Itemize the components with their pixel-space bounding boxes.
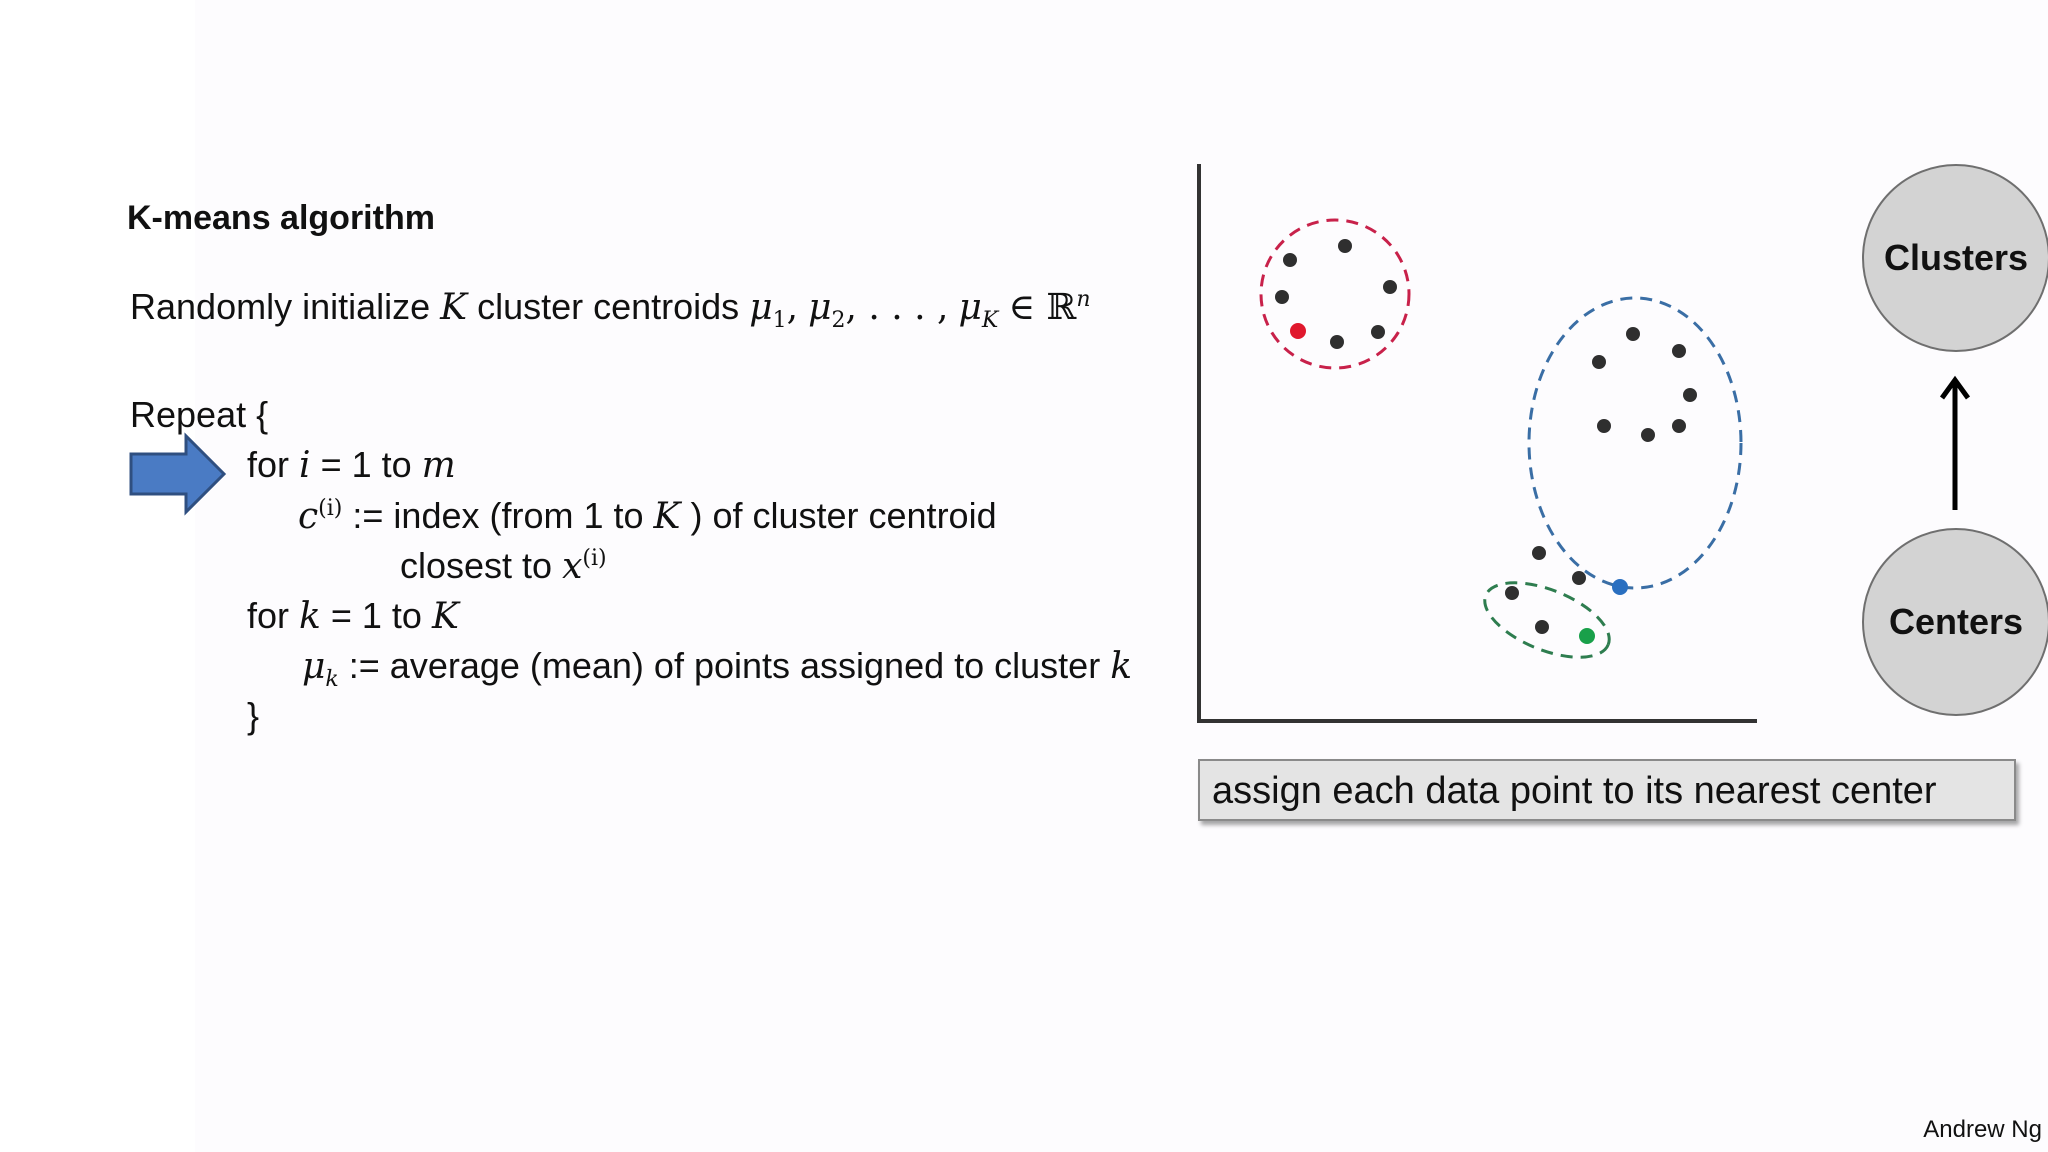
red-cluster-outline	[1259, 218, 1411, 370]
for-i-range: = 1 to	[320, 444, 412, 485]
centers-label: Centers	[1888, 601, 2024, 642]
up-arrow-icon	[1939, 375, 1971, 510]
repeat-close: }	[247, 695, 260, 736]
current-step-arrow-icon	[129, 432, 227, 516]
for-k-var: k	[299, 596, 321, 637]
for-k-range: = 1 to	[330, 595, 422, 636]
red-centroid	[1290, 323, 1306, 339]
closest-x: x	[562, 546, 583, 587]
blue-cluster-outline	[1527, 296, 1743, 590]
for-i-m: m	[421, 445, 456, 486]
for-k-line: for k = 1 to K	[247, 594, 459, 639]
slide-background	[195, 0, 2048, 1152]
data-point	[1535, 620, 1549, 634]
closest-text: closest to	[400, 545, 553, 586]
update-mu: μ	[302, 646, 326, 687]
assign-tail: ) of cluster centroid	[690, 495, 997, 536]
data-point	[1330, 335, 1344, 349]
update-k: k	[1110, 646, 1133, 687]
data-point	[1532, 546, 1546, 560]
mu-2: μ	[808, 287, 832, 328]
green-cluster-outline	[1483, 581, 1611, 659]
for-k-keyword: for	[247, 595, 290, 636]
update-mu-sub: k	[325, 667, 339, 693]
green-centroid	[1579, 628, 1595, 644]
data-point	[1283, 253, 1297, 267]
init-K: K	[440, 287, 468, 328]
caption-text: assign each data point to its nearest ce…	[1212, 770, 1937, 812]
assign-line: c(i) := index (from 1 to K ) of cluster …	[298, 494, 997, 539]
update-text: := average (mean) of points assigned to …	[348, 645, 1101, 686]
reals-exponent: n	[1076, 287, 1091, 312]
closest-line: closest to x(i)	[400, 544, 607, 589]
cluster-diagram	[1197, 164, 1757, 723]
caption-box: assign each data point to its nearest ce…	[1198, 759, 2016, 821]
in-reals: ∈ ℝ	[1008, 287, 1077, 328]
for-i-keyword: for	[247, 444, 290, 485]
data-point	[1672, 344, 1686, 358]
assign-c: c	[298, 496, 319, 537]
clusters-label: Clusters	[1883, 237, 2029, 278]
data-points	[1275, 239, 1697, 634]
init-mid: cluster centroids	[477, 286, 740, 327]
data-point	[1626, 327, 1640, 341]
data-point	[1672, 419, 1686, 433]
author-credit: Andrew Ng	[1923, 1116, 2042, 1143]
data-point	[1505, 586, 1519, 600]
for-i-line: for i = 1 to m	[247, 443, 456, 488]
for-i-var: i	[299, 445, 311, 486]
data-point	[1572, 571, 1586, 585]
blue-centroid	[1612, 579, 1628, 595]
mu-1: μ	[749, 287, 773, 328]
mu-2-sub: 2	[831, 308, 846, 334]
slide-title: K-means algorithm	[127, 199, 435, 237]
data-point	[1275, 290, 1289, 304]
data-point	[1683, 388, 1697, 402]
mu-K-sub: K	[981, 308, 999, 334]
data-point	[1338, 239, 1352, 253]
init-dots: , . . . ,	[845, 287, 949, 328]
init-prefix: Randomly initialize	[130, 286, 431, 327]
mu-K: μ	[958, 287, 982, 328]
assign-K: K	[653, 496, 681, 537]
data-point	[1597, 419, 1611, 433]
data-point	[1592, 355, 1606, 369]
data-point	[1383, 280, 1397, 294]
repeat-open: Repeat {	[130, 394, 269, 435]
data-point	[1641, 428, 1655, 442]
assign-text: := index (from 1 to	[352, 495, 644, 536]
assign-c-sup: (i)	[318, 496, 343, 521]
closest-x-sup: (i)	[582, 546, 607, 571]
update-line: μk := average (mean) of points assigned …	[302, 644, 1133, 693]
centers-node: Centers	[1862, 528, 2048, 716]
data-point	[1371, 325, 1385, 339]
init-line: Randomly initialize K cluster centroids …	[130, 286, 1091, 334]
mu-1-sub: 1	[772, 308, 787, 334]
for-k-K: K	[431, 596, 459, 637]
clusters-node: Clusters	[1862, 164, 2048, 352]
